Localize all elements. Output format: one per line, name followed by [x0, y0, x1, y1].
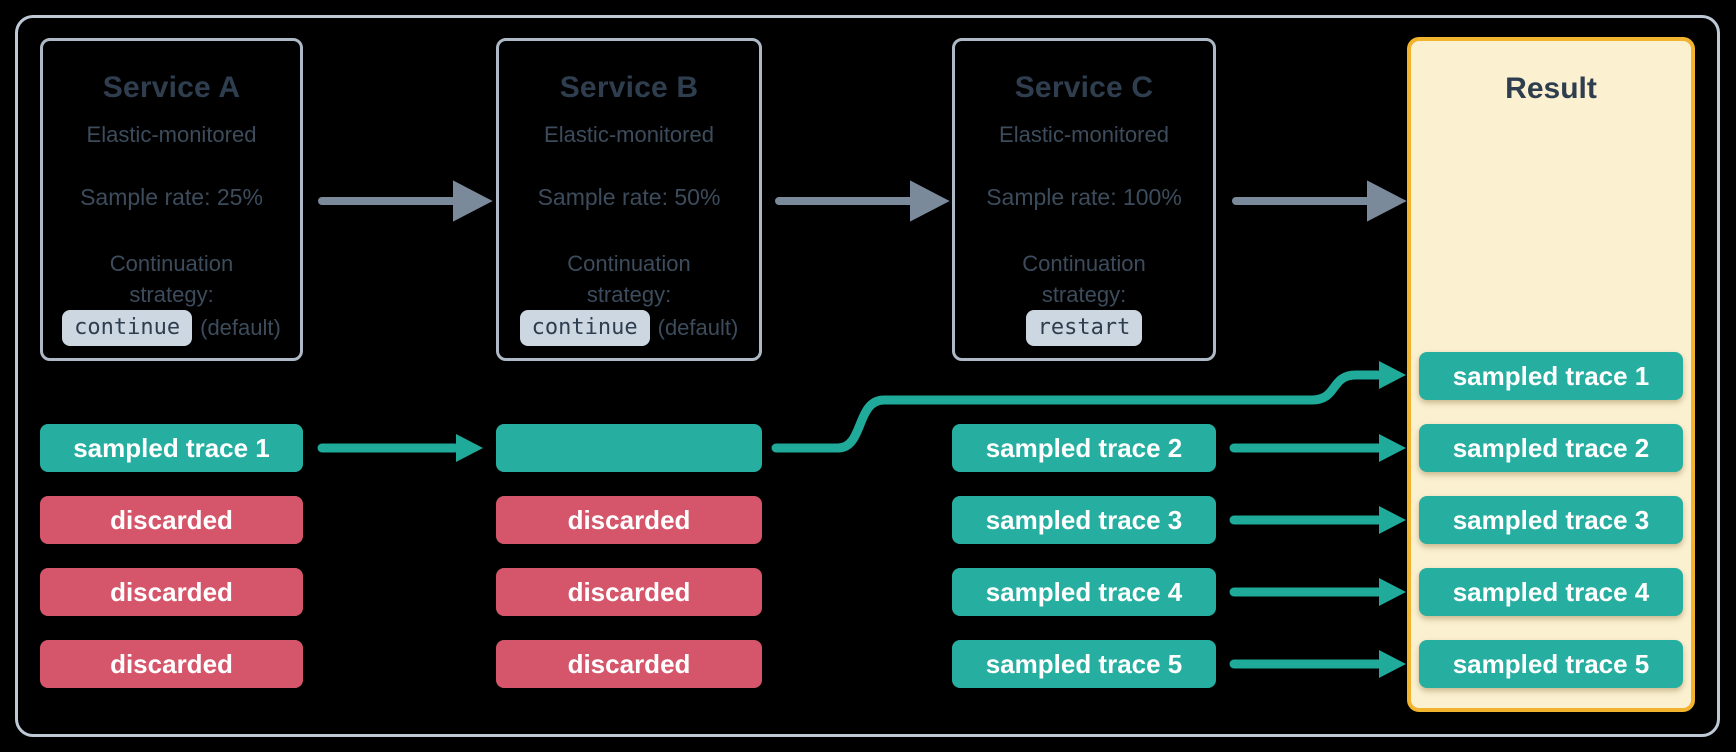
trace-row: discarded — [496, 568, 762, 616]
trace-row: sampled trace 2 — [952, 424, 1216, 472]
service-b-monitored: Elastic-monitored — [544, 122, 714, 147]
service-a-title: Service A — [102, 71, 241, 104]
trace-row: discarded — [496, 640, 762, 688]
result-row: sampled trace 2 — [1419, 424, 1683, 472]
service-c-title: Service C — [1014, 71, 1154, 104]
trace-row-unlabeled — [496, 424, 762, 472]
service-a-sample-rate: Sample rate: 25% — [80, 184, 263, 210]
result-panel: Result sampled trace 1 sampled trace 2 s… — [1407, 37, 1695, 712]
strategy-code-badge: continue — [62, 310, 193, 346]
diagram-frame — [15, 15, 1720, 737]
trace-row: discarded — [40, 496, 303, 544]
result-row: sampled trace 4 — [1419, 568, 1683, 616]
service-c-continuation-label: Continuation — [1022, 251, 1146, 276]
trace-row: discarded — [40, 640, 303, 688]
service-a-strategy-row: continue (default) — [43, 310, 300, 346]
service-c-strategy-label: strategy: — [1041, 282, 1127, 307]
result-row: sampled trace 1 — [1419, 352, 1683, 400]
result-row: sampled trace 3 — [1419, 496, 1683, 544]
strategy-default-note: (default) — [200, 315, 281, 340]
trace-row: sampled trace 5 — [952, 640, 1216, 688]
result-row: sampled trace 5 — [1419, 640, 1683, 688]
service-a-strategy-label: strategy: — [129, 282, 214, 307]
trace-row: sampled trace 1 — [40, 424, 303, 472]
strategy-code-badge: restart — [1025, 310, 1143, 346]
service-b-strategy-row: continue (default) — [499, 310, 759, 346]
service-c-box: Service C Elastic-monitored Sample rate:… — [952, 38, 1216, 361]
service-a-box: Service A Elastic-monitored Sample rate:… — [40, 38, 303, 361]
service-c-monitored: Elastic-monitored — [999, 122, 1169, 147]
trace-row: discarded — [496, 496, 762, 544]
service-b-title: Service B — [559, 71, 699, 104]
service-b-box: Service B Elastic-monitored Sample rate:… — [496, 38, 762, 361]
service-b-continuation-label: Continuation — [567, 251, 691, 276]
service-a-continuation-label: Continuation — [109, 251, 234, 276]
trace-row: sampled trace 4 — [952, 568, 1216, 616]
strategy-code-badge: continue — [519, 310, 650, 346]
service-c-strategy-row: restart — [955, 310, 1213, 346]
trace-row: discarded — [40, 568, 303, 616]
strategy-default-note: (default) — [657, 315, 739, 340]
service-c-sample-rate: Sample rate: 100% — [986, 184, 1182, 210]
trace-row: sampled trace 3 — [952, 496, 1216, 544]
service-a-monitored: Elastic-monitored — [86, 122, 257, 147]
result-title: Result — [1505, 72, 1597, 105]
service-b-sample-rate: Sample rate: 50% — [537, 184, 721, 210]
service-b-strategy-label: strategy: — [586, 282, 672, 307]
